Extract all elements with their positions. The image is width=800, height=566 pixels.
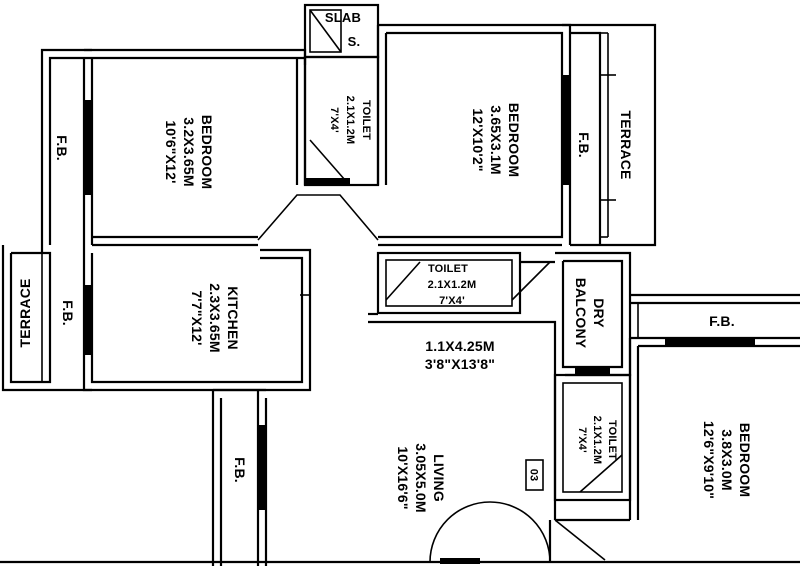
svg-text:TERRACE: TERRACE — [17, 278, 33, 347]
passage-label: 1.1X4.25M 3'8"X13'8" — [425, 338, 495, 372]
dry-balcony-line2: BALCONY — [573, 278, 589, 349]
bedroom-right-imperial: 12'6"X9'10" — [701, 421, 717, 499]
kitchen-label: KITCHEN 2.3X3.65M 7'7"X12' — [189, 283, 241, 353]
svg-text:F.B.: F.B. — [54, 135, 70, 161]
bedroom-left-metric: 3.2X3.65M — [181, 117, 197, 187]
passage-imperial: 3'8"X13'8" — [425, 356, 495, 372]
svg-text:F.B.: F.B. — [60, 300, 76, 326]
slab-label-2: S. — [348, 34, 361, 49]
passage-metric: 1.1X4.25M — [425, 338, 495, 354]
living-name: LIVING — [431, 454, 447, 502]
bedroom-top-name: BEDROOM — [506, 103, 522, 178]
kitchen-metric: 2.3X3.65M — [207, 283, 223, 353]
toilet-top-name: TOILET — [360, 100, 372, 140]
toilet-mid-name: TOILET — [428, 263, 468, 275]
toilet-mid-label: TOILET 2.1X1.2M 7'X4' — [428, 263, 477, 307]
bedroom-left-name: BEDROOM — [199, 115, 215, 190]
terrace-top-label: TERRACE — [618, 110, 634, 179]
labels: SLAB S. TOILET 2.1X1.2M 7'X4' BEDROOM 3.… — [17, 10, 753, 513]
toilet-top-label: TOILET 2.1X1.2M 7'X4' — [328, 96, 372, 145]
slab-label: SLAB — [325, 10, 361, 25]
bedroom-left-imperial: 10'6"X12' — [163, 120, 179, 183]
flat-number-label: 03 — [528, 469, 540, 482]
toilet-right-imperial: 7'X4' — [576, 427, 588, 453]
dry-balcony-line1: DRY — [591, 298, 607, 328]
fb-terrace-left-label: F.B. — [60, 300, 76, 326]
living-metric: 3.05X5.0M — [413, 443, 429, 513]
fb-right-label: F.B. — [709, 313, 735, 329]
bedroom-left-label: BEDROOM 3.2X3.65M 10'6"X12' — [163, 115, 215, 190]
windows — [84, 75, 755, 564]
bedroom-right-label: BEDROOM 3.8X3.0M 12'6"X9'10" — [701, 421, 753, 499]
kitchen-imperial: 7'7"X12' — [189, 290, 205, 345]
svg-text:F.B.: F.B. — [232, 457, 248, 483]
toilet-right-metric: 2.1X1.2M — [591, 416, 603, 465]
toilet-top-metric: 2.1X1.2M — [344, 96, 356, 145]
toilet-top-imperial: 7'X4' — [328, 107, 340, 133]
bedroom-top-imperial: 12'X10'2" — [470, 108, 486, 171]
bedroom-top-metric: 3.65X3.1M — [488, 105, 504, 175]
toilet-right-name: TOILET — [606, 420, 618, 460]
walls — [0, 3, 800, 566]
living-label: LIVING 3.05X5.0M 10'X16'6" — [395, 443, 447, 513]
living-imperial: 10'X16'6" — [395, 446, 411, 509]
kitchen-name: KITCHEN — [225, 286, 241, 350]
toilet-right-label: TOILET 2.1X1.2M 7'X4' — [576, 416, 618, 465]
dry-balcony-label: DRY BALCONY — [573, 278, 607, 349]
fb-top-right-label: F.B. — [576, 132, 592, 158]
bedroom-top-label: BEDROOM 3.65X3.1M 12'X10'2" — [470, 103, 522, 178]
fb-left-label: F.B. — [54, 135, 70, 161]
flat-number-badge: 03 — [525, 459, 544, 491]
fb-bottom-label: F.B. — [232, 457, 248, 483]
svg-text:F.B.: F.B. — [576, 132, 592, 158]
toilet-mid-metric: 2.1X1.2M — [428, 279, 477, 291]
toilet-mid-imperial: 7'X4' — [439, 295, 465, 307]
terrace-left-label: TERRACE — [17, 278, 33, 347]
bedroom-right-name: BEDROOM — [737, 423, 753, 498]
bedroom-right-metric: 3.8X3.0M — [719, 429, 735, 491]
svg-text:TERRACE: TERRACE — [618, 110, 634, 179]
